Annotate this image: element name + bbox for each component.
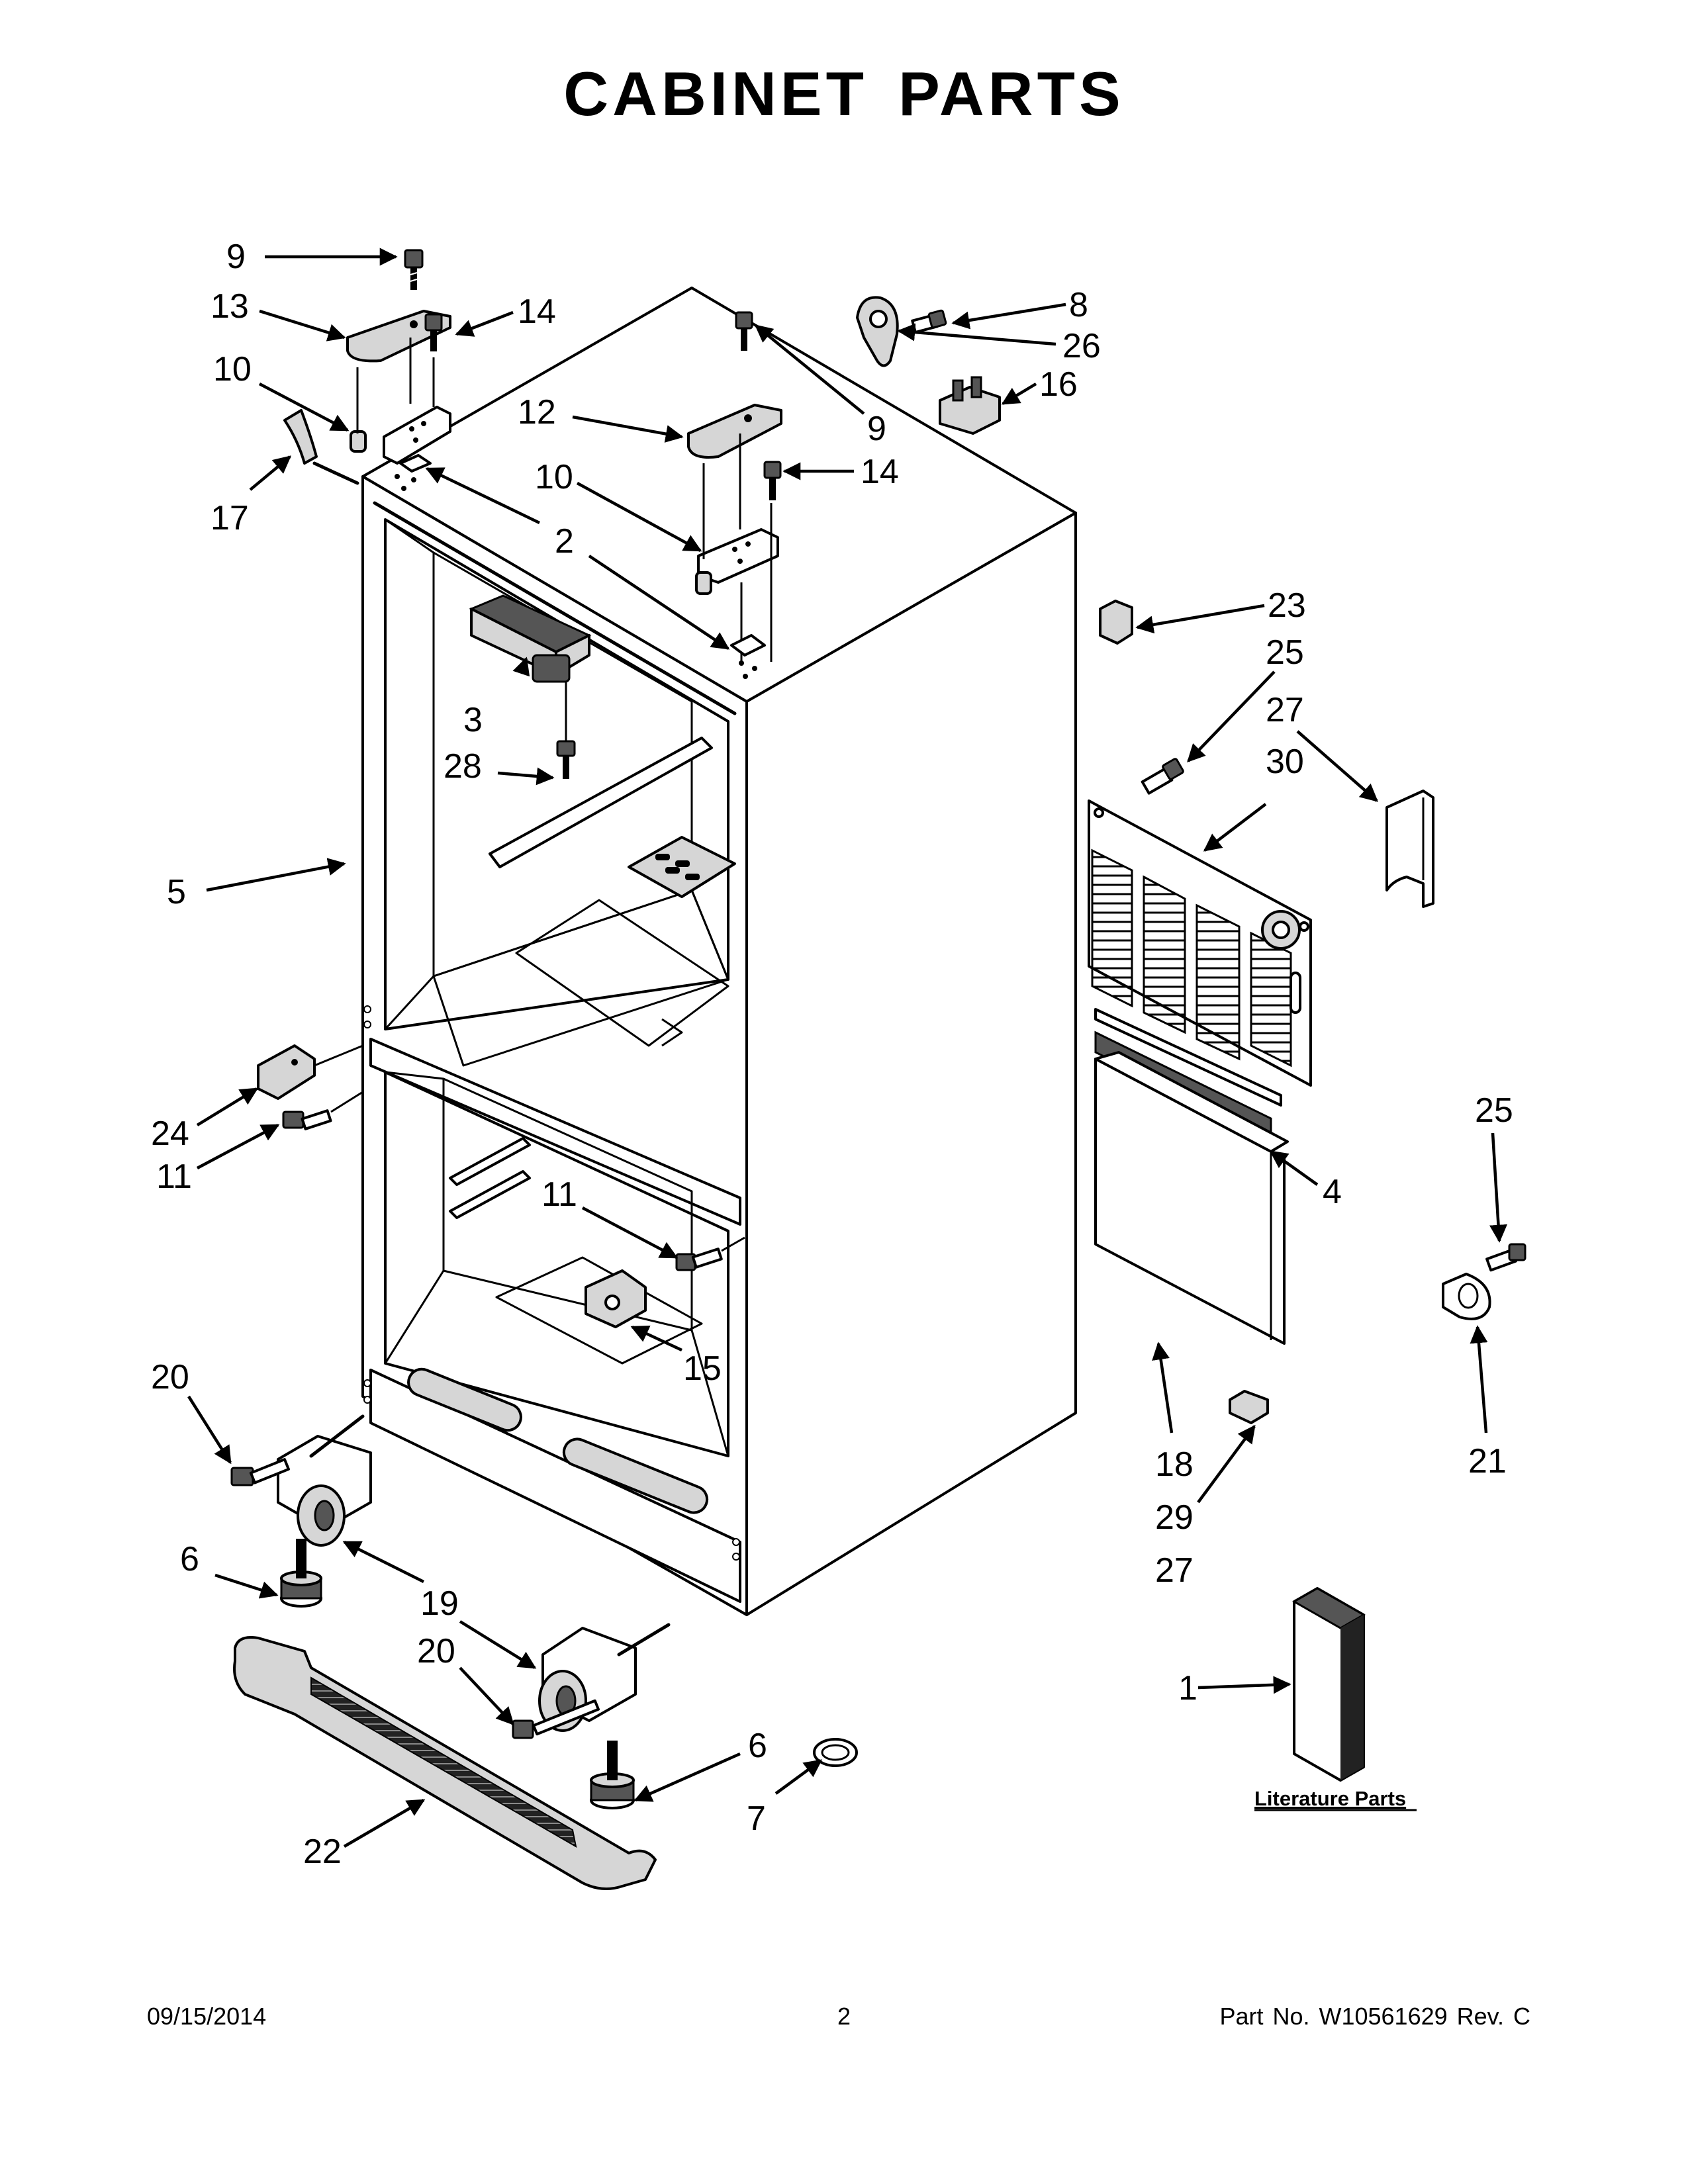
callout-12: 12: [518, 393, 556, 432]
callout-labels: 9 13 14 10 17 8 26 16 12 9 10 14 2 23 25…: [151, 238, 1513, 1871]
callout-1: 1: [1178, 1669, 1197, 1707]
clip-16: [939, 376, 1001, 435]
screw-icon: [404, 249, 424, 290]
callout-27: 27: [1266, 691, 1304, 729]
callout-7: 7: [747, 1799, 766, 1838]
callout-25: 25: [1475, 1091, 1513, 1130]
hinge-right: [687, 311, 782, 662]
callout-6: 6: [748, 1727, 767, 1765]
callout-5: 5: [167, 873, 186, 911]
callout-10: 10: [535, 458, 573, 496]
screw-11b: [675, 1236, 745, 1271]
callout-17: 17: [211, 499, 249, 537]
cable-guide-26: [856, 296, 899, 367]
callout-30: 30: [1266, 743, 1304, 781]
screw-icon: [424, 313, 443, 351]
roller-left-19: [277, 1414, 372, 1547]
footer-part-number: Part No. W10561629 Rev. C: [1219, 2003, 1530, 2030]
literature-book-1: [1291, 1587, 1366, 1782]
callout-13: 13: [211, 287, 249, 326]
bracket-27a: [1385, 790, 1434, 908]
callout-14: 14: [861, 453, 899, 491]
callout-18: 18: [1155, 1445, 1194, 1484]
callout-23: 23: [1268, 586, 1306, 625]
callout-26: 26: [1062, 327, 1101, 365]
plug-7: [813, 1738, 858, 1767]
callout-15: 15: [683, 1349, 722, 1388]
screw-icon: [735, 311, 753, 351]
callout-8: 8: [1069, 286, 1088, 324]
clip-29: [1229, 1390, 1269, 1424]
clip-23: [1099, 600, 1133, 645]
leveler-6b: [590, 1741, 635, 1809]
rear-access-panel-30: [1088, 799, 1312, 1087]
callout-9: 9: [226, 238, 246, 276]
literature-parts-label: Literature Parts: [1254, 1787, 1406, 1810]
bracket-24: [257, 1044, 363, 1100]
callout-11: 11: [156, 1158, 192, 1196]
callout-6: 6: [180, 1540, 199, 1578]
callout-20: 20: [417, 1632, 455, 1670]
callout-11: 11: [541, 1175, 577, 1214]
callout-25: 25: [1266, 633, 1304, 672]
callout-29: 29: [1155, 1498, 1194, 1537]
footer-date: 09/15/2014: [147, 2003, 267, 2030]
screw-20a: [230, 1458, 290, 1486]
callout-2: 2: [555, 522, 574, 561]
callout-3: 3: [463, 701, 483, 739]
callout-22: 22: [303, 1833, 342, 1871]
callout-4: 4: [1323, 1173, 1342, 1211]
bracket-15: [585, 1269, 647, 1328]
grille-18: [1094, 1051, 1289, 1345]
callout-14: 14: [518, 293, 556, 331]
cabinet-body: [361, 287, 1077, 1616]
callout-19: 19: [420, 1584, 459, 1623]
clamp-21: [1442, 1243, 1526, 1320]
leader-lines: [187, 248, 1507, 1848]
base-grille-22: [233, 1636, 657, 1890]
callout-10: 10: [213, 350, 252, 388]
hinge-left: [283, 249, 451, 485]
screw-25a: [1141, 758, 1184, 795]
callout-28: 28: [444, 747, 482, 786]
screw-icon: [763, 461, 782, 500]
callout-9: 9: [867, 410, 886, 448]
callout-27: 27: [1155, 1551, 1194, 1590]
callout-20: 20: [151, 1358, 189, 1396]
callout-16: 16: [1039, 365, 1078, 404]
footer-page-number: 2: [837, 2003, 851, 2030]
leveler-6a: [280, 1539, 322, 1608]
roller-right-19: [538, 1623, 671, 1732]
callout-21: 21: [1468, 1442, 1507, 1480]
callout-24: 24: [151, 1115, 189, 1153]
page-title: CABINET PARTS: [563, 59, 1125, 128]
screw-11a: [282, 1091, 363, 1130]
screw-8: [911, 309, 947, 334]
screw-20b: [512, 1699, 600, 1739]
light-housing-3: [469, 594, 592, 779]
